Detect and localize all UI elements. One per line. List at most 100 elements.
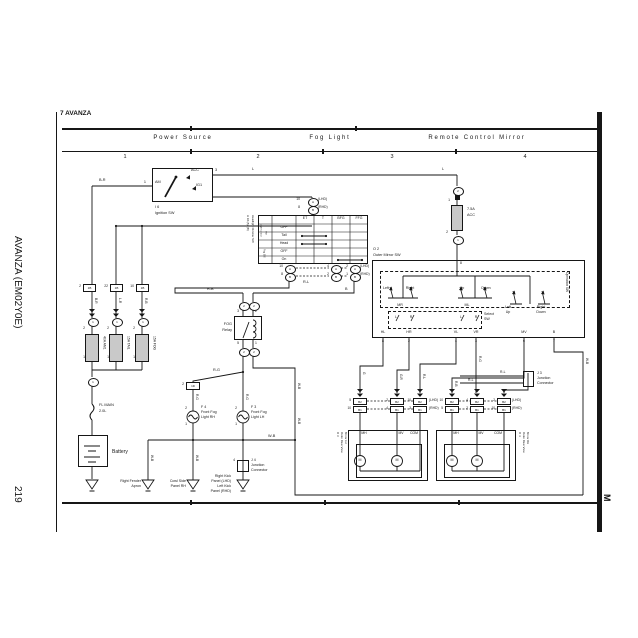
wires-fog-light	[147, 280, 583, 496]
select-sw-2: SW	[484, 317, 490, 321]
wire-g-r: G-R	[399, 374, 404, 380]
select-r2: R	[474, 315, 478, 319]
mc1-pin-10: 10	[347, 406, 351, 410]
select-l1: L	[395, 315, 397, 319]
ground3-name-3: Left Kick	[217, 484, 231, 488]
wire-l-1: L	[252, 167, 255, 171]
relay-name-1: FOG	[223, 322, 232, 326]
wire-l-r-v: L-R	[118, 298, 123, 304]
fog-table-links	[302, 235, 362, 261]
operation-sw: Operation SW	[565, 272, 570, 293]
j4-code: J 4	[251, 458, 256, 462]
mc4-pin-10: 10	[439, 398, 443, 402]
wire-w-b-g1: W-B	[150, 455, 155, 462]
sw-left: Left	[383, 286, 389, 290]
fuse-am1	[85, 334, 99, 362]
operation-sw-dashed-box	[380, 271, 570, 308]
fuse1-pin-1: 1	[83, 355, 85, 359]
sidebar-title: AVANZA (EM02Y0E)	[12, 236, 23, 329]
mirror-r-term-mh: MH	[453, 431, 459, 435]
section-remote-mirror: Remote Control Mirror	[428, 135, 526, 141]
mirror-conn-6-top: B2	[497, 398, 511, 405]
sw-down: Down	[481, 286, 491, 290]
mirror-lh-box	[348, 430, 428, 481]
wire-r-l-j3b: R-L	[468, 378, 474, 382]
fog-relay-box	[234, 316, 262, 340]
swout-lhd: (LHD)	[360, 264, 370, 268]
lamp-lh-pin-1: 1	[235, 422, 237, 426]
wire-r-b-r: R-B	[454, 381, 459, 387]
dimmer-code: H 18 (A), (B)	[245, 215, 250, 231]
left-frame-line	[56, 112, 57, 532]
tbl-col-et: ET	[302, 216, 308, 220]
fuse3-label: 15A FOG	[152, 336, 157, 351]
column-2: 2	[256, 154, 260, 160]
fuse-tail	[109, 334, 123, 362]
swout-pin-4: 4	[327, 264, 329, 268]
swout-pin-2: 2	[346, 264, 348, 268]
acc-conn-top: 2	[452, 186, 464, 196]
acc-conn-pin-1: 1	[448, 198, 450, 202]
dimmer-conn-pin-10: 10	[296, 197, 300, 201]
mc4-pin-5: 5	[441, 406, 443, 410]
mirror-motor-symbols	[354, 455, 483, 467]
mg-rhd-2: (RHD)	[512, 406, 522, 410]
swout-conn-b1: B	[284, 272, 296, 282]
lamp-lh-name-2: Light LH	[251, 415, 265, 419]
mirror-conn-4-bot: B1	[445, 406, 459, 413]
mc5-pin-2: 2	[466, 406, 468, 410]
j4-name-2: Connector	[251, 468, 268, 472]
fuse3-pin-2: 2	[133, 326, 135, 330]
tbl-row-off2: OFF	[280, 249, 288, 253]
wire-w-b-g2: W-B	[195, 455, 200, 462]
tbl-row-head: Head	[279, 241, 289, 245]
o2-code: O 2	[373, 247, 380, 251]
swout-conn-b2: B	[330, 272, 342, 282]
swout-pin-8: 8	[281, 272, 283, 276]
bottom-frame-line	[62, 502, 598, 504]
wire-r-g-r: R-G	[478, 356, 483, 362]
wire-direction-arrows	[89, 309, 507, 397]
ground2-name-2: Panel RH	[170, 484, 186, 488]
tick	[458, 500, 460, 505]
mirror-conn-3-bot: B1	[413, 406, 427, 413]
swout-rhd: (RHD)	[360, 272, 370, 276]
tbl-group-light-sw: SW	[264, 231, 267, 235]
wire-l-2: L	[442, 167, 445, 171]
lamp-rh-name-2: Light RH	[201, 415, 215, 419]
fuse2-top-connector: 1	[111, 317, 123, 327]
j3-junction-connector-box	[523, 371, 534, 387]
tbl-group-light: Light Control	[259, 224, 262, 237]
mirror-rh-inner-box	[444, 444, 510, 478]
term-mv: MV	[521, 330, 527, 334]
junction-dots	[114, 224, 297, 442]
tbl-row-on: On	[281, 257, 287, 261]
j3-name-1: Junction	[537, 376, 551, 380]
swout-pin-10: 10	[279, 264, 283, 268]
jb-connector-2: 1B	[110, 284, 123, 292]
column-1: 1	[123, 154, 127, 160]
ignition-switch-box	[152, 168, 213, 202]
relay-name-2: Relay	[222, 327, 232, 332]
relay-pin-2: 2	[255, 309, 257, 313]
mc6-pin-10: 10	[491, 406, 495, 410]
dimmer-switch-table-box	[258, 215, 368, 264]
fuse1-pin-2: 2	[83, 326, 85, 330]
sw-right: Right	[405, 286, 415, 290]
right-index-bar	[597, 112, 602, 532]
acc-fuse-pin-2: 2	[446, 230, 448, 234]
tick	[455, 149, 457, 154]
tick	[355, 126, 357, 131]
relay-conn-br: 2	[248, 347, 260, 357]
select-l2: L	[460, 315, 462, 319]
sw-rightdown-2: Down	[536, 310, 546, 314]
wire-r-l: R-L	[303, 280, 310, 284]
mirror-l-term-mv: MV	[398, 431, 404, 435]
connector-dashed-links	[296, 267, 497, 410]
j4-junction-connector-box	[237, 460, 249, 472]
tbl-row-off1: OFF	[280, 225, 288, 229]
mirror-conn-1-bot: B1	[353, 406, 367, 413]
wire-r-b-v: R-B	[144, 298, 149, 304]
